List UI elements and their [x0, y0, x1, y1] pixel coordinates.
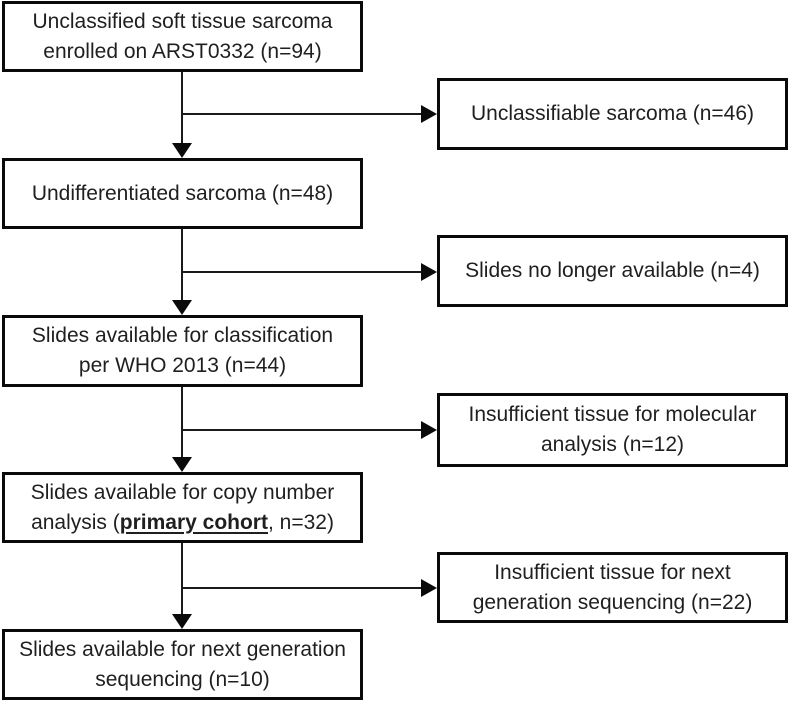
flow-box-who-classification-line-1: Slides available for classification: [31, 324, 334, 347]
flow-box-insufficient-ngs: Insufficient tissue for next generation …: [437, 552, 788, 623]
flow-box-who-classification-line-2: per WHO 2013 (n=44): [78, 354, 287, 377]
arrowhead-right-3: [421, 421, 437, 439]
flow-box-insufficient-molecular-line-2: analysis (n=12): [541, 433, 684, 456]
copy-number-prefix: analysis (: [31, 510, 120, 534]
flow-box-insufficient-molecular-line-1: Insufficient tissue for molecular: [468, 403, 757, 426]
flow-box-insufficient-ngs-line-1: Insufficient tissue for next: [494, 560, 731, 584]
arrowhead-down-1: [172, 143, 192, 158]
arrowhead-down-2: [172, 300, 192, 315]
flow-box-unclassifiable: Unclassifiable sarcoma (n=46): [437, 78, 788, 150]
flow-box-unclassifiable-line-1: Unclassifiable sarcoma (n=46): [470, 102, 755, 125]
flow-box-enrolled-line-2: enrolled on ARST0332 (n=94): [43, 39, 322, 63]
flow-box-undifferentiated-line-1: Undifferentiated sarcoma (n=48): [31, 181, 334, 205]
flow-box-undifferentiated: Undifferentiated sarcoma (n=48): [2, 158, 363, 229]
flow-box-slides-unavailable: Slides no longer available (n=4): [437, 235, 788, 307]
flow-box-insufficient-ngs-line-2: generation sequencing (n=22): [472, 590, 753, 614]
flow-box-slides-unavailable-line-1: Slides no longer available (n=4): [465, 259, 760, 282]
primary-cohort-highlight: primary cohort: [119, 510, 268, 534]
arrowhead-right-4: [421, 579, 437, 597]
flow-box-copy-number: Slides available for copy number analysi…: [2, 472, 363, 543]
flow-box-next-gen-sequencing-line-1: Slides available for next generation: [19, 637, 346, 661]
arrowhead-down-3: [172, 457, 192, 472]
copy-number-suffix: , n=32): [267, 510, 334, 534]
flow-box-insufficient-molecular: Insufficient tissue for molecular analys…: [437, 393, 788, 467]
flow-box-next-gen-sequencing: Slides available for next generation seq…: [2, 629, 363, 700]
flow-box-enrolled-line-1: Unclassified soft tissue sarcoma: [32, 9, 333, 33]
flow-box-copy-number-line-1: Slides available for copy number: [30, 480, 335, 504]
arrowhead-right-2: [421, 263, 437, 281]
flow-box-who-classification: Slides available for classification per …: [2, 315, 363, 387]
flow-box-enrolled: Unclassified soft tissue sarcoma enrolle…: [2, 1, 363, 72]
flow-box-copy-number-line-2: analysis (primary cohort, n=32): [31, 508, 334, 538]
arrowhead-down-4: [172, 614, 192, 629]
flow-box-next-gen-sequencing-line-2: sequencing (n=10): [95, 667, 270, 691]
arrowhead-right-1: [421, 105, 437, 123]
